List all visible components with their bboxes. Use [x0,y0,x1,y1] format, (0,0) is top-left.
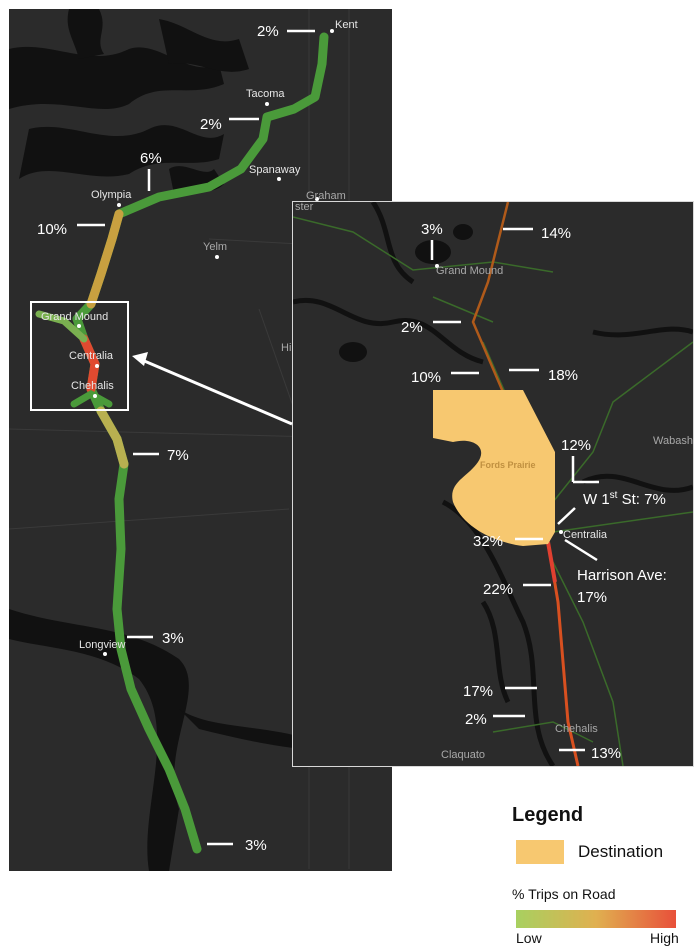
legend-title: Legend [512,804,584,826]
inset-city-wabash: Wabash [653,435,693,447]
destination-area [433,390,555,546]
route-branch-grand-mound [35,310,88,343]
inset-city-grand-mound: Grand Mound [436,265,503,277]
city-dots [77,29,334,656]
inset-pct-17: 17% [463,683,493,700]
route-branch-chehalis [70,389,113,408]
city-label-longview: Longview [79,639,126,651]
route-mid-segment-2 [96,406,129,469]
inset-pct-12: 12% [561,437,591,454]
inset-city-fords-prairie: Fords Prairie [480,460,536,470]
legend-destination-swatch [516,840,564,864]
zoom-box [30,301,129,411]
legend-high-label: High [650,930,679,946]
inset-map-svg: Fords Prairie Grand Mound Centralia Cheh… [293,202,693,766]
city-label-chehalis: Chehalis [71,380,114,392]
legend-gradient-bar [516,910,676,928]
pct-label-tacoma: 2% [200,116,222,133]
inset-pct-2-south: 2% [465,711,487,728]
route-high-segment [79,334,100,394]
inset-pct-13: 13% [591,745,621,762]
city-label-graham: Graham [306,190,346,202]
inset-city-claquato: Claquato [441,749,485,761]
pct-label-south-end: 3% [245,837,267,854]
pct-label-olympia-6: 6% [140,150,162,167]
pct-label-kent: 2% [257,23,279,40]
legend: Legend Destination % Trips on Road Low H… [506,804,694,951]
route-mid-segment [86,209,124,309]
inset-city-chehalis: Chehalis [555,723,598,735]
inset-street-harrison-2: 17% [577,589,607,606]
inset-pct-32: 32% [473,533,503,550]
city-label-kent: Kent [335,19,358,31]
city-label-grand-mound: Grand Mound [41,311,108,323]
rivers [293,202,693,766]
city-label-yelm: Yelm [203,241,227,253]
inset-city-centralia: Centralia [563,529,608,541]
pct-label-olympia-10: 10% [37,221,67,238]
pct-label-south-7: 7% [167,447,189,464]
inset-pct-2-north: 2% [401,319,423,336]
connector-arrow-head [132,352,148,366]
legend-scale-title: % Trips on Road [512,886,616,902]
city-label-tacoma: Tacoma [246,88,285,100]
inset-map: Fords Prairie Grand Mound Centralia Cheh… [292,201,694,767]
inset-pct-22: 22% [483,581,513,598]
pct-label-longview: 3% [162,630,184,647]
inset-tick-harrison [564,538,598,562]
inset-pct-18: 18% [548,367,578,384]
inset-pct-10: 10% [411,369,441,386]
connector-arrow-line [141,358,293,426]
inset-tick-w1st [557,507,576,525]
inset-street-w1st: W 1st St: 7% [583,490,666,508]
legend-low-label: Low [516,930,542,946]
inset-pct-14: 14% [541,225,571,242]
city-label-olympia: Olympia [91,189,132,201]
freeway-peak-line [546,541,557,583]
inset-pct-grand-mound-3: 3% [421,221,443,238]
inset-street-harrison-1: Harrison Ave: [577,567,667,584]
city-label-spanaway: Spanaway [249,164,301,176]
legend-destination-label: Destination [578,842,664,861]
inset-city-dots [435,264,563,534]
inset-city-ster: ster [295,202,314,213]
lakes [339,224,473,362]
city-label-centralia: Centralia [69,350,114,362]
